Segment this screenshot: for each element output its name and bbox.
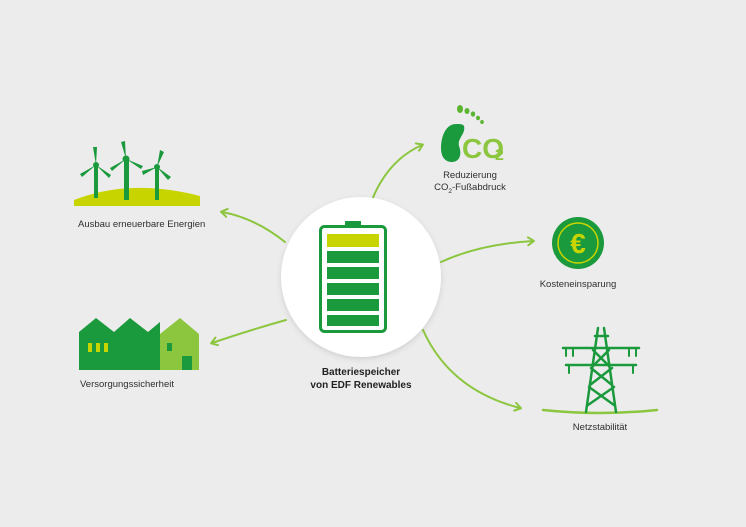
co2-icon-text: CO [462, 133, 504, 164]
label-co2-prefix: CO [434, 181, 449, 193]
arrow-to-cost [440, 236, 535, 263]
label-wind: Ausbau erneuerbare Energien [78, 219, 206, 230]
label-cost: Kosteneinsparung [539, 279, 617, 290]
center-label: Batteriespeicher von EDF Renewables [296, 367, 426, 392]
battery-hub [281, 197, 441, 357]
wind-turbines-icon [74, 141, 200, 206]
power-pylon-icon [541, 326, 659, 415]
co2-icon-subscript: 2 [495, 147, 504, 164]
arrow-to-co2 [371, 142, 424, 201]
label-co2-line2: CO2-Fußabdruck [420, 182, 520, 196]
label-co2-line1: Reduzierung [443, 170, 497, 181]
buildings-icon [79, 318, 199, 370]
label-co2: Reduzierung CO2-Fußabdruck [420, 170, 520, 196]
label-co2-suffix: -Fußabdruck [452, 181, 506, 193]
connector-arrows [210, 142, 535, 412]
label-supply: Versorgungssicherheit [80, 379, 174, 390]
euro-coin-icon: € [552, 217, 604, 269]
arrow-to-supply [210, 319, 287, 347]
battery-icon [319, 221, 387, 333]
arrow-to-wind [220, 207, 286, 243]
co2-footprint-icon: CO 2 [441, 105, 504, 164]
center-label-line1: Batteriespeicher [321, 367, 401, 378]
euro-symbol: € [570, 228, 586, 259]
label-grid: Netzstabilität [572, 422, 628, 433]
arrow-to-grid [422, 329, 522, 412]
center-label-line2: von EDF Renewables [310, 379, 412, 391]
label-co2-sub: 2 [448, 187, 452, 195]
